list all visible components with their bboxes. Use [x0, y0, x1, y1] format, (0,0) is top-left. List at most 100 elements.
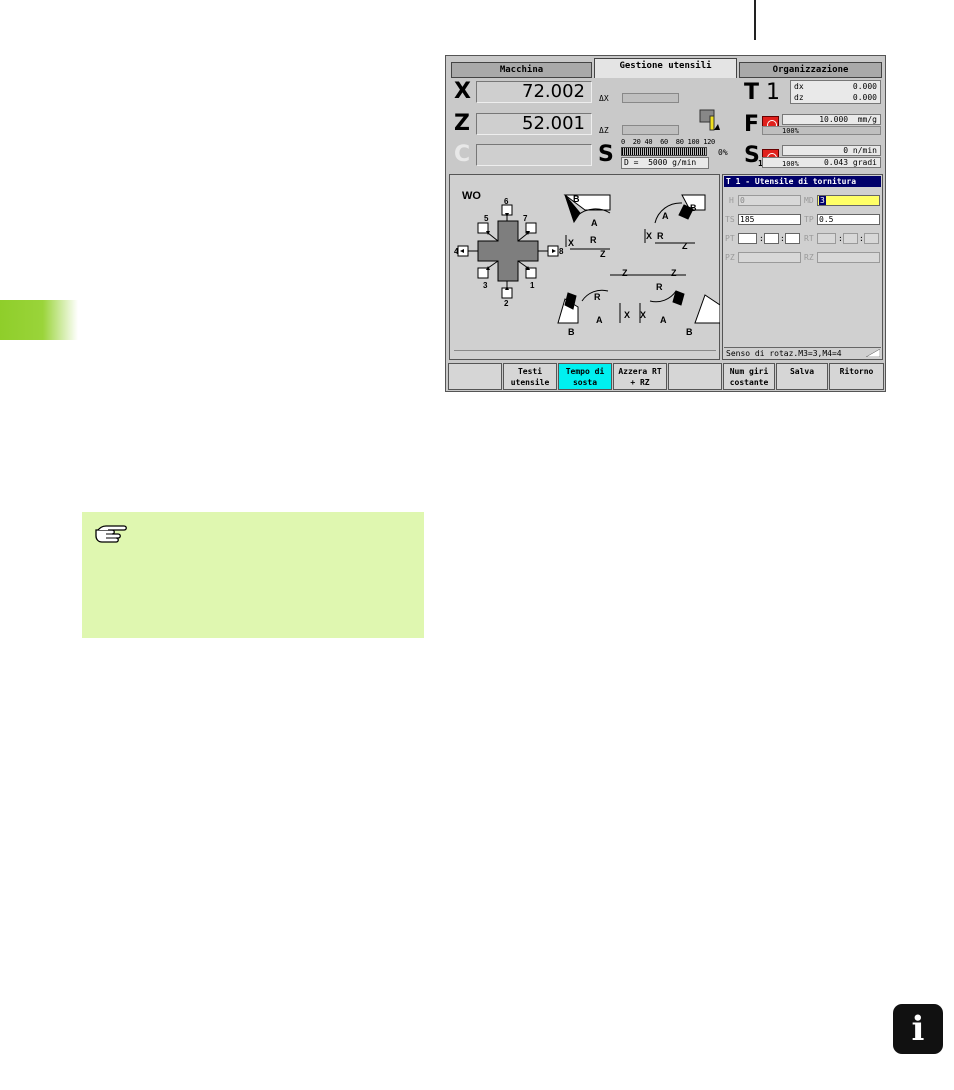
x-label-3: X [624, 310, 630, 320]
spindle1-subscript: 1 [758, 159, 763, 168]
dx-label: dx [794, 82, 804, 91]
c-position-value [476, 144, 592, 166]
cnc-screen: Macchina Gestione utensili Organizzazion… [445, 55, 886, 392]
position-7-label: 7 [523, 214, 528, 223]
spindle-speed-limit: D = 5000 g/min [621, 157, 709, 169]
c-axis-label: C [454, 142, 471, 167]
chapter-tab [0, 300, 78, 340]
pt-separator-2: : [780, 234, 785, 243]
delta-z-label: ΔZ [599, 126, 609, 135]
rt-separator-2: : [859, 234, 864, 243]
x-axis-label: X [454, 79, 471, 104]
a-label-1: A [591, 218, 598, 228]
md-label: MD [804, 196, 814, 205]
tab-gestione-utensili[interactable]: Gestione utensili [594, 58, 737, 78]
position-3-label: 3 [483, 281, 488, 290]
softkey-azzera-rt-rz[interactable]: Azzera RT + RZ [613, 363, 667, 390]
softkey-1[interactable] [448, 363, 502, 390]
position-6-label: 6 [504, 197, 509, 206]
position-4-label: 4 [454, 247, 459, 256]
pz-field [738, 252, 801, 263]
x-position-value: 72.002 [476, 81, 592, 103]
info-icon: i [893, 1004, 943, 1054]
rt-field-hours [817, 233, 836, 244]
tp-field[interactable]: 0.5 [817, 214, 880, 225]
dz-label: dz [794, 93, 804, 102]
spindle-angle: 0.043 gradi [823, 158, 877, 167]
feed-override-percent: 100% [782, 127, 799, 135]
a-label-2: A [662, 211, 669, 221]
md-field[interactable]: 3 [817, 195, 880, 206]
x-label-1: X [568, 238, 574, 248]
dz-value: 0.000 [852, 93, 877, 102]
ts-field[interactable]: 185 [738, 214, 801, 225]
z-label-1: Z [600, 249, 606, 259]
tool-form-panel: T 1 - Utensile di tornitura H 0 MD 3 TS … [722, 174, 883, 360]
rt-field-minutes [843, 233, 858, 244]
spindle-override-percent: 100% [782, 160, 799, 168]
form-title: T 1 - Utensile di tornitura [724, 176, 881, 187]
diagram-status-line [454, 350, 716, 351]
rz-label: RZ [804, 253, 814, 262]
spindle-load-scale: 0 20 40 60 80 100 120 [621, 138, 715, 146]
feed-label: F [744, 112, 760, 137]
r-label-2: R [657, 231, 664, 241]
tool-number: 1 [766, 80, 780, 105]
orientation-svg: 6 5 7 4 8 3 1 2 [454, 194, 720, 337]
a-label-4: A [660, 315, 667, 325]
pt-field-hours[interactable] [738, 233, 757, 244]
form-status-bar: Senso di rotaz.M3=3,M4=4 [724, 347, 881, 358]
wo-label: WO [462, 190, 481, 202]
page-divider [754, 0, 756, 40]
r-label-1: R [590, 235, 597, 245]
note-box [82, 512, 424, 638]
softkey-testi-utensile[interactable]: Testi utensile [503, 363, 557, 390]
spindle-load-percent: 0% [718, 148, 728, 157]
position-2-label: 2 [504, 299, 509, 308]
delta-x-bar [622, 93, 679, 103]
rt-field-seconds [864, 233, 879, 244]
b-label-1: B [573, 194, 580, 204]
spindle-speed-box: 0 n/min [782, 145, 881, 156]
r-label-3: R [594, 292, 601, 302]
h-field: 0 [738, 195, 801, 206]
z-axis-label: Z [454, 111, 470, 136]
spindle1-label: S [744, 143, 760, 168]
delta-z-bar [622, 125, 679, 135]
feed-override-bar: 100% [762, 126, 881, 135]
pointing-hand-icon [95, 525, 127, 543]
position-5-label: 5 [484, 214, 489, 223]
b-label-4: B [686, 327, 693, 337]
softkey-num-giri-costante[interactable]: Num giri costante [723, 363, 775, 390]
feed-value: 10.000 [819, 115, 849, 124]
feed-unit: mm/g [857, 115, 877, 124]
rt-separator: : [838, 234, 843, 243]
feed-value-box: 10.000 mm/g [782, 114, 881, 125]
a-label-3: A [596, 315, 603, 325]
h-label: H [729, 196, 734, 205]
softkey-5[interactable] [668, 363, 722, 390]
rz-field [817, 252, 880, 263]
spindle-label: S [598, 142, 614, 167]
r-label-4: R [656, 282, 663, 292]
x-label-2: X [646, 231, 652, 241]
softkey-ritorno[interactable]: Ritorno [829, 363, 884, 390]
z-label-4: Z [671, 268, 677, 278]
tab-organizzazione[interactable]: Organizzazione [739, 62, 882, 78]
form-status-text: Senso di rotaz.M3=3,M4=4 [726, 349, 842, 358]
tab-macchina[interactable]: Macchina [451, 62, 592, 78]
spindle-speed-unit: n/min [852, 146, 877, 155]
pt-field-seconds[interactable] [785, 233, 800, 244]
b-label-2: B [690, 203, 697, 213]
z-label-3: Z [622, 268, 628, 278]
pt-field-minutes[interactable] [764, 233, 779, 244]
position-1-label: 1 [530, 281, 535, 290]
delta-x-label: ΔX [599, 94, 609, 103]
softkey-tempo-di-sosta[interactable]: Tempo di sosta [558, 363, 612, 390]
pt-label: PT [725, 234, 735, 243]
tool-orientation-diagram: WO [449, 174, 720, 360]
tool-holder-icon [699, 109, 720, 131]
tp-label: TP [804, 215, 814, 224]
softkey-salva[interactable]: Salva [776, 363, 828, 390]
spindle-load-bar [621, 147, 707, 156]
